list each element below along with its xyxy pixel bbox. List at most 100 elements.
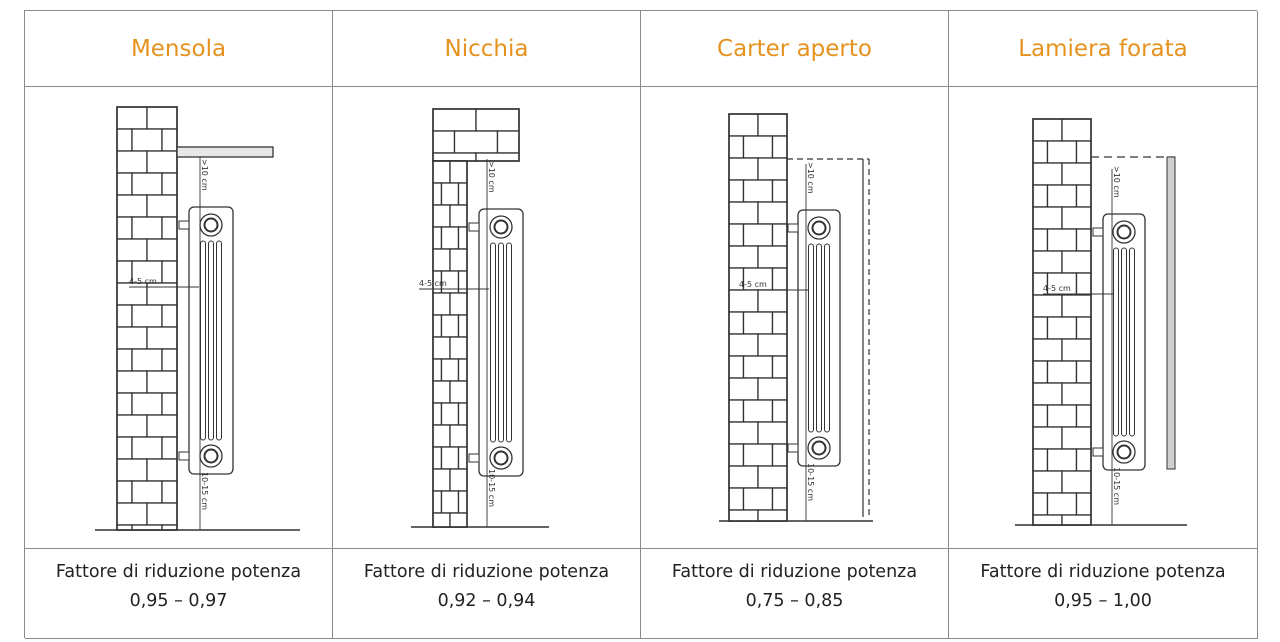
brick (771, 355, 788, 379)
brick (1032, 206, 1063, 230)
brick (146, 502, 178, 526)
brick (116, 392, 133, 416)
brick (742, 223, 774, 247)
radiator (178, 206, 234, 475)
brick (728, 223, 745, 247)
brick (496, 130, 520, 154)
brick (116, 304, 133, 328)
brick (440, 358, 460, 382)
brick (440, 490, 460, 514)
wall-bracket (1092, 447, 1104, 457)
factor-range: 0,92 – 0,94 (437, 591, 536, 611)
brick (728, 289, 759, 313)
radiator-tube (200, 240, 206, 441)
brick (1032, 382, 1063, 406)
brick (742, 487, 774, 511)
brick (131, 480, 163, 504)
brick (1075, 404, 1092, 428)
brick (757, 465, 788, 489)
brick (728, 245, 759, 269)
column-title: Lamiera forata (1018, 35, 1188, 62)
brick (1032, 184, 1049, 208)
brick (1075, 492, 1092, 516)
brick (432, 248, 451, 272)
brick (728, 135, 745, 159)
brick (742, 311, 774, 335)
radiator-connector-inner (1116, 224, 1132, 240)
brick (757, 201, 788, 225)
radiator-connector-inner (203, 217, 219, 233)
brick (1046, 140, 1078, 164)
brick (1046, 404, 1078, 428)
column-title: Mensola (130, 35, 227, 62)
brick (1032, 316, 1049, 340)
brick (1032, 162, 1063, 186)
brick (116, 458, 148, 482)
brick (161, 348, 178, 372)
brick (116, 502, 148, 526)
brick (1061, 470, 1092, 494)
brick (728, 355, 745, 379)
brick (771, 267, 788, 291)
brick (457, 490, 468, 514)
header-carter-aperto: Carter aperto (641, 11, 949, 87)
brick (728, 399, 745, 423)
brick (457, 446, 468, 470)
brick (440, 182, 460, 206)
radiator-connector-inner (811, 440, 827, 456)
brick (1032, 448, 1049, 472)
brick (116, 238, 148, 262)
brick (432, 160, 451, 184)
brick (728, 443, 745, 467)
header-mensola: Mensola (25, 11, 333, 87)
factor-range: 0,75 – 0,85 (745, 591, 844, 611)
brick (432, 468, 451, 492)
brick (116, 480, 133, 504)
radiator (1092, 213, 1146, 471)
brick (432, 314, 443, 338)
factor-range: 0,95 – 1,00 (1054, 591, 1152, 611)
brick (116, 106, 148, 130)
brick (449, 380, 468, 404)
radiator-tube (1121, 247, 1127, 437)
brick (728, 377, 759, 401)
brick (457, 270, 468, 294)
brick (1061, 382, 1092, 406)
dimension-side-label: 4-5 cm (739, 280, 767, 289)
radiator-tube (824, 243, 830, 433)
brick (757, 421, 788, 445)
wall-bracket (787, 223, 799, 233)
brick (771, 487, 788, 511)
brick (771, 179, 788, 203)
brick (116, 326, 148, 350)
brick (432, 336, 451, 360)
brick (728, 509, 759, 522)
wall-bracket (178, 220, 190, 230)
brick (1061, 250, 1092, 274)
brick (757, 245, 788, 269)
brick (728, 487, 745, 511)
brick (1046, 184, 1078, 208)
brick (432, 490, 443, 514)
brick (1032, 250, 1063, 274)
brick (146, 370, 178, 394)
brick (131, 348, 163, 372)
brick (1061, 206, 1092, 230)
brick (771, 443, 788, 467)
brick (728, 179, 745, 203)
brick (1075, 228, 1092, 252)
brick (771, 135, 788, 159)
brick (728, 421, 759, 445)
brick (457, 402, 468, 426)
brick (131, 216, 163, 240)
brick (161, 480, 178, 504)
brick (1075, 184, 1092, 208)
brick (771, 223, 788, 247)
brick (1061, 294, 1092, 318)
brick (1061, 514, 1092, 526)
factor-label: Fattore di riduzione potenza (363, 562, 610, 582)
